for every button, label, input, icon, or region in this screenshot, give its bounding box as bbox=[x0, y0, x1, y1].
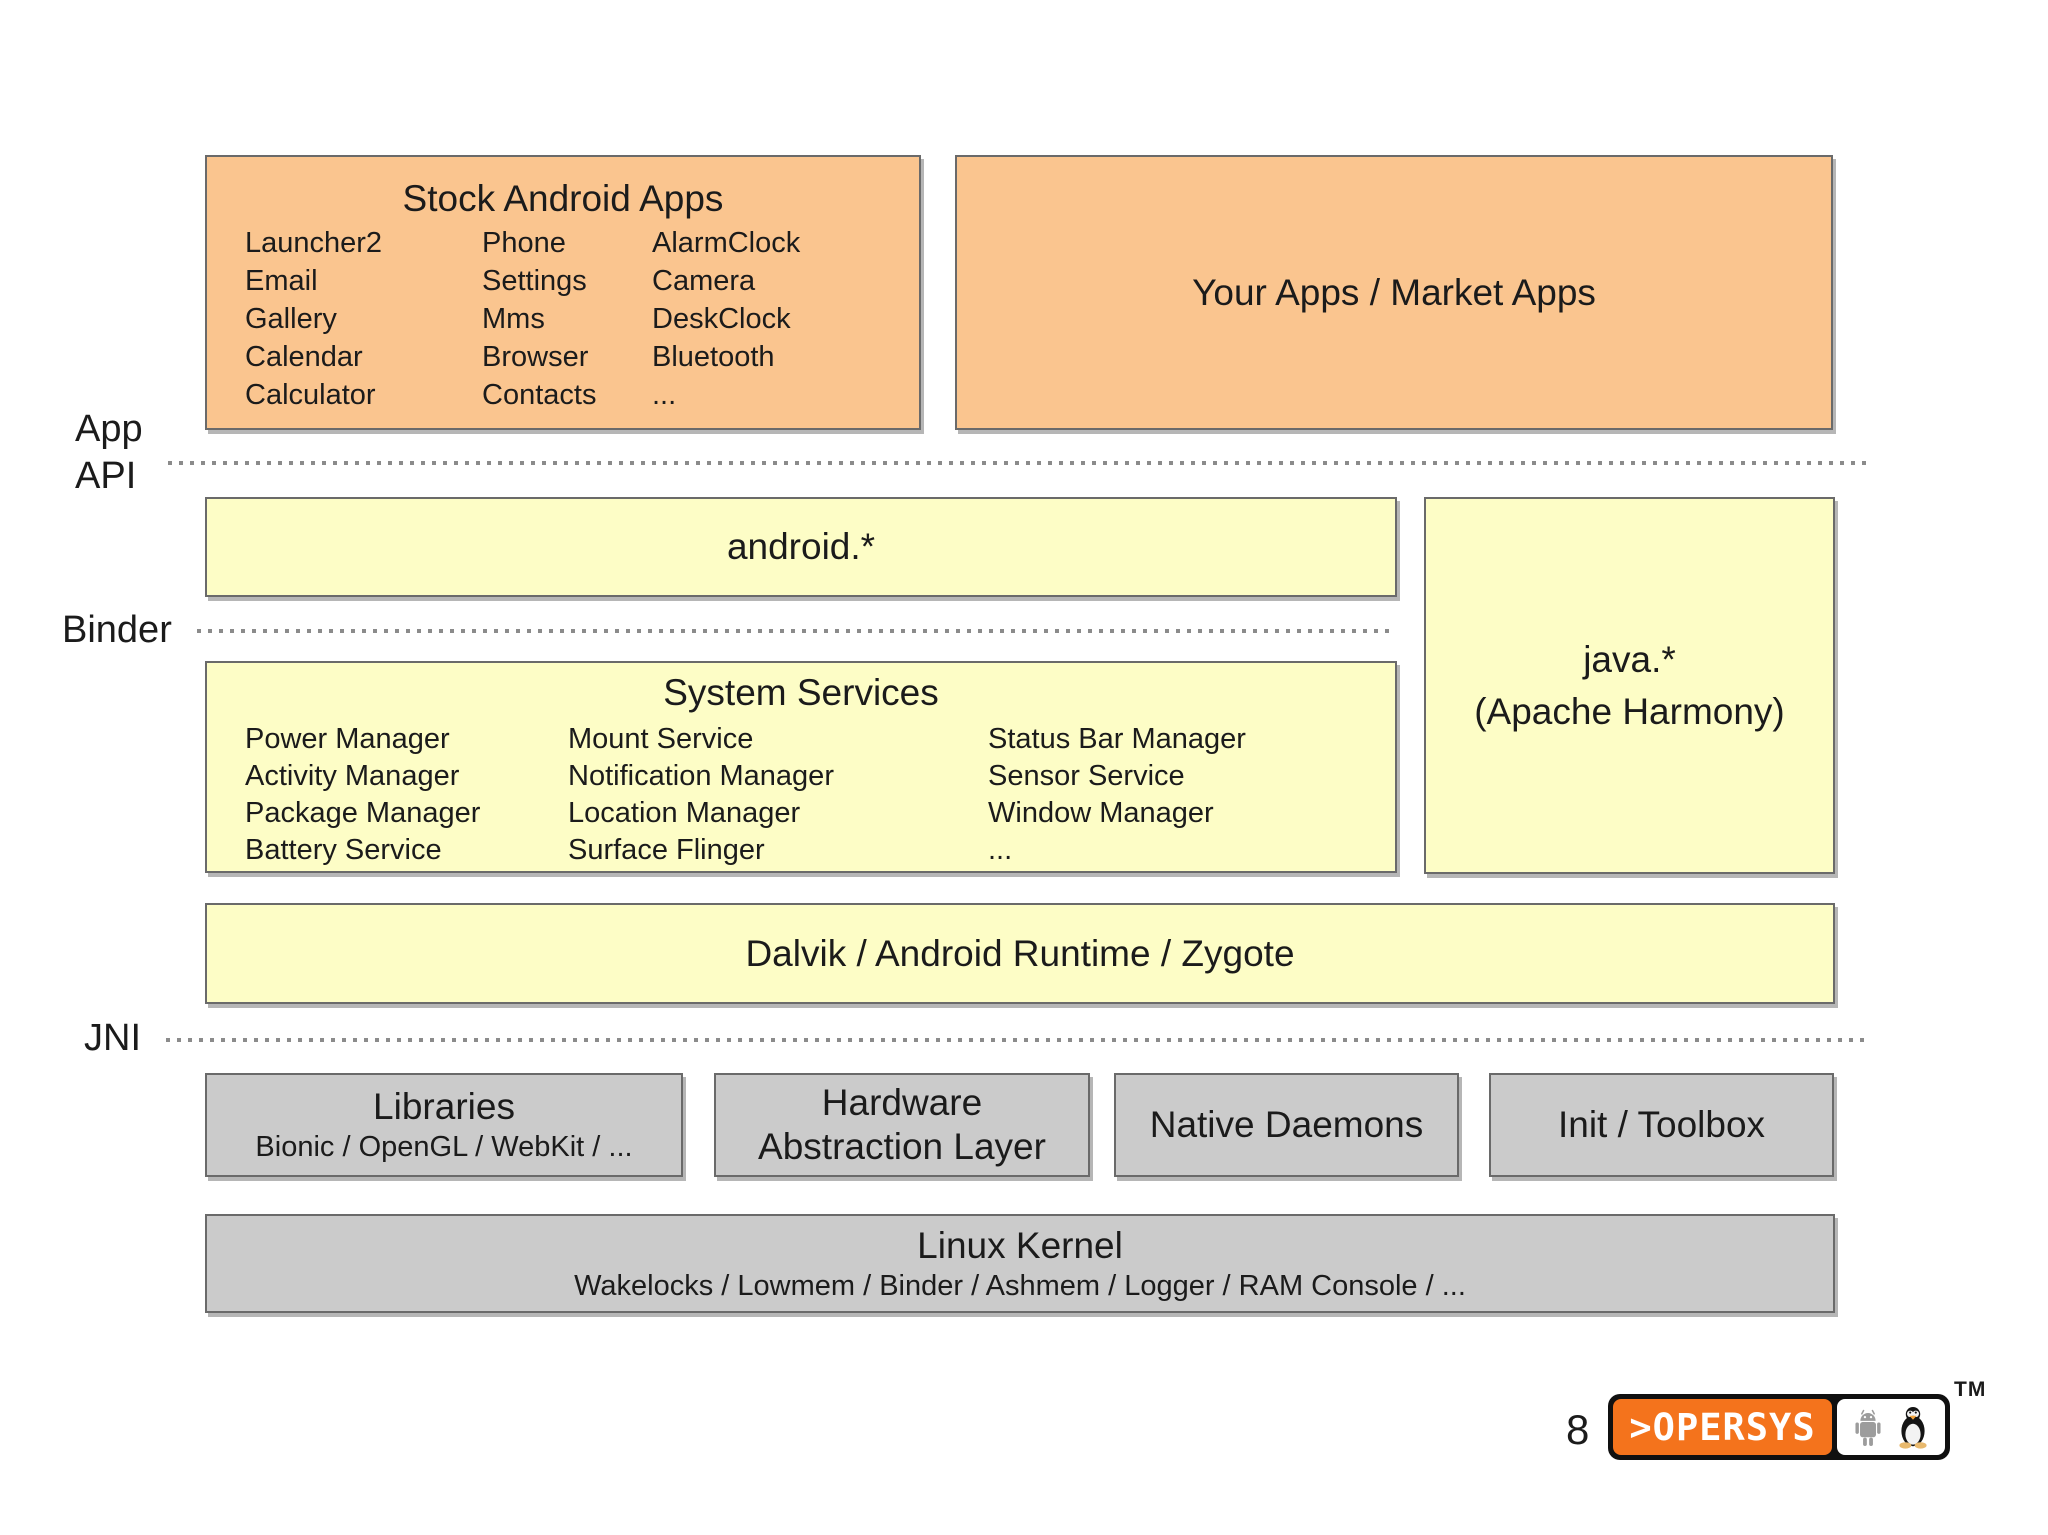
separator-line-app-api bbox=[168, 461, 1868, 465]
separator-line-jni bbox=[166, 1038, 1864, 1042]
app-list-item: Camera bbox=[652, 265, 756, 297]
init-toolbox-title: Init / Toolbox bbox=[1557, 1104, 1766, 1145]
system-services-column-3: Status Bar Manager Sensor Service Window… bbox=[988, 721, 1246, 869]
box-java-api: java.* (Apache Harmony) bbox=[1424, 497, 1835, 874]
native-daemons-title: Native Daemons bbox=[1149, 1104, 1424, 1145]
app-list-item: Browser bbox=[482, 341, 589, 373]
service-list-item: ... bbox=[988, 834, 1013, 866]
app-list-item: Launcher2 bbox=[245, 227, 383, 259]
service-list-item: Window Manager bbox=[988, 797, 1214, 829]
stock-apps-title: Stock Android Apps bbox=[402, 178, 724, 219]
stock-apps-column-1: Launcher2 Email Gallery Calendar Calcula… bbox=[245, 224, 482, 414]
service-list-item: Power Manager bbox=[245, 723, 450, 755]
separator-line-binder bbox=[197, 629, 1392, 633]
app-list-item: Email bbox=[245, 265, 318, 297]
system-services-title: System Services bbox=[663, 672, 939, 713]
app-list-item: Contacts bbox=[482, 379, 597, 411]
service-list-item: Mount Service bbox=[568, 723, 754, 755]
trademark-label: TM bbox=[1954, 1378, 1987, 1401]
opersys-logo-icons bbox=[1837, 1399, 1945, 1455]
service-list-item: Package Manager bbox=[245, 797, 481, 829]
box-libraries: Libraries Bionic / OpenGL / WebKit / ... bbox=[205, 1073, 683, 1177]
app-list-item: AlarmClock bbox=[652, 227, 801, 259]
java-api-title: java.* (Apache Harmony) bbox=[1474, 638, 1785, 732]
service-list-item: Activity Manager bbox=[245, 760, 460, 792]
app-list-item: ... bbox=[652, 379, 677, 411]
app-list-item: Settings bbox=[482, 265, 587, 297]
box-your-apps: Your Apps / Market Apps bbox=[955, 155, 1833, 430]
libraries-subtitle: Bionic / OpenGL / WebKit / ... bbox=[255, 1131, 633, 1163]
app-list-item: Gallery bbox=[245, 303, 337, 335]
hal-title: Hardware Abstraction Layer bbox=[758, 1082, 1046, 1167]
linux-kernel-title: Linux Kernel bbox=[917, 1224, 1123, 1266]
label-jni: JNI bbox=[84, 1017, 141, 1059]
page-number: 8 bbox=[1566, 1406, 1590, 1453]
box-system-services: System Services Power Manager Activity M… bbox=[205, 661, 1397, 873]
tux-icon bbox=[1899, 1407, 1927, 1449]
box-stock-android-apps: Stock Android Apps Launcher2 Email Galle… bbox=[205, 155, 921, 430]
service-list-item: Surface Flinger bbox=[568, 834, 765, 866]
app-list-item: Calculator bbox=[245, 379, 376, 411]
stock-apps-column-2: Phone Settings Mms Browser Contacts bbox=[482, 224, 652, 414]
libraries-title: Libraries bbox=[373, 1086, 515, 1127]
box-init-toolbox: Init / Toolbox bbox=[1489, 1073, 1834, 1177]
opersys-logo-text: >OPERSYS bbox=[1613, 1399, 1832, 1455]
linux-kernel-subtitle: Wakelocks / Lowmem / Binder / Ashmem / L… bbox=[574, 1269, 1466, 1302]
app-list-item: Phone bbox=[482, 227, 566, 259]
system-services-column-1: Power Manager Activity Manager Package M… bbox=[245, 721, 568, 869]
service-list-item: Battery Service bbox=[245, 834, 442, 866]
your-apps-title: Your Apps / Market Apps bbox=[1192, 271, 1596, 313]
label-app-api: App API bbox=[75, 408, 143, 497]
box-native-daemons: Native Daemons bbox=[1114, 1073, 1459, 1177]
android-api-title: android.* bbox=[726, 526, 876, 567]
dalvik-runtime-title: Dalvik / Android Runtime / Zygote bbox=[745, 932, 1295, 974]
app-list-item: Bluetooth bbox=[652, 341, 775, 373]
app-list-item: DeskClock bbox=[652, 303, 791, 335]
system-services-list: Power Manager Activity Manager Package M… bbox=[207, 721, 1395, 869]
box-linux-kernel: Linux Kernel Wakelocks / Lowmem / Binder… bbox=[205, 1214, 1835, 1313]
opersys-logo: >OPERSYS bbox=[1608, 1394, 1950, 1460]
stock-apps-list: Launcher2 Email Gallery Calendar Calcula… bbox=[207, 224, 919, 414]
android-robot-icon bbox=[1855, 1409, 1881, 1446]
app-list-item: Calendar bbox=[245, 341, 363, 373]
box-android-api: android.* bbox=[205, 497, 1397, 597]
app-list-item: Mms bbox=[482, 303, 545, 335]
service-list-item: Status Bar Manager bbox=[988, 723, 1246, 755]
box-dalvik-runtime: Dalvik / Android Runtime / Zygote bbox=[205, 903, 1835, 1004]
system-services-column-2: Mount Service Notification Manager Locat… bbox=[568, 721, 988, 869]
service-list-item: Location Manager bbox=[568, 797, 801, 829]
service-list-item: Sensor Service bbox=[988, 760, 1185, 792]
service-list-item: Notification Manager bbox=[568, 760, 834, 792]
stock-apps-column-3: AlarmClock Camera DeskClock Bluetooth ..… bbox=[652, 224, 800, 414]
box-hal: Hardware Abstraction Layer bbox=[714, 1073, 1090, 1177]
label-binder: Binder bbox=[62, 609, 172, 651]
